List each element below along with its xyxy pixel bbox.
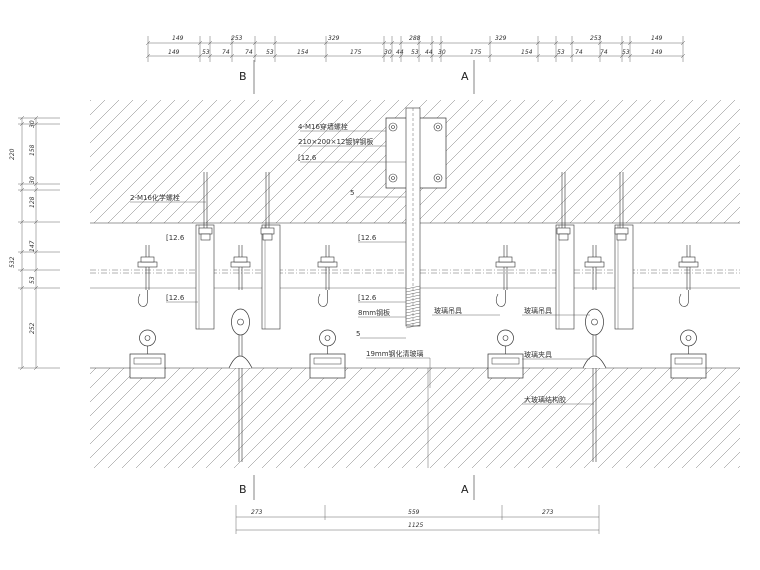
dim-sub-1: 149 bbox=[168, 49, 180, 56]
dim-sub-16: 74 bbox=[575, 49, 583, 56]
label-glass-19mm: 19mm钢化清玻璃 bbox=[366, 349, 424, 358]
label-chem-bolts: 2-M16化学螺栓 bbox=[130, 193, 180, 202]
floor-slab-hatch bbox=[90, 368, 740, 468]
dim-sub-8: 30 bbox=[384, 49, 392, 56]
label-channel-mid-1: [12.6 bbox=[358, 234, 377, 242]
top-dimension-chain: 149 253 329 288 329 253 149 149 53 74 74… bbox=[145, 35, 686, 62]
dim-top-3: 329 bbox=[328, 35, 340, 42]
dim-left-6: 53 bbox=[29, 276, 36, 284]
dim-sub-18: 53 bbox=[622, 49, 630, 56]
concrete-slab-hatch bbox=[90, 100, 740, 223]
dim-sub-4: 74 bbox=[245, 49, 253, 56]
label-wall-bolts: 4-M16穿墙螺栓 bbox=[298, 122, 348, 131]
label-steel-8mm: 8mm钢板 bbox=[358, 308, 390, 317]
label-channel-left-1: [12.6 bbox=[166, 234, 185, 242]
label-channel-left-2: [12.6 bbox=[166, 294, 185, 302]
label-steel-plate: 210×200×12镀锌钢板 bbox=[298, 137, 373, 146]
dim-sub-9: 44 bbox=[396, 49, 404, 56]
dim-sub-14: 154 bbox=[521, 49, 533, 56]
dim-top-7: 149 bbox=[651, 35, 663, 42]
label-glass-fin: 大玻璃结构胶 bbox=[524, 395, 566, 404]
left-dimension-chain: 30 158 30 128 147 53 252 532 220 bbox=[9, 115, 60, 371]
label-channel-mid-2: [12.6 bbox=[358, 294, 377, 302]
dim-left-total: 532 bbox=[9, 256, 16, 268]
dim-sub-6: 154 bbox=[297, 49, 309, 56]
label-glass-hanger-1: 玻璃吊具 bbox=[434, 306, 462, 315]
dim-top-2: 253 bbox=[231, 35, 243, 42]
dim-sub-5: 53 bbox=[266, 49, 274, 56]
dim-sub-11: 44 bbox=[425, 49, 433, 56]
section-a-bottom: A bbox=[461, 483, 469, 496]
bottom-dimension-chain: 273 559 273 1125 bbox=[235, 505, 600, 534]
dim-sub-10: 53 bbox=[411, 49, 419, 56]
dim-top-1: 149 bbox=[172, 35, 184, 42]
dim-bottom-1: 273 bbox=[251, 509, 263, 516]
glass-hanger-assemblies bbox=[129, 172, 707, 468]
dim-left-4: 128 bbox=[29, 196, 36, 208]
dim-bottom-total: 1125 bbox=[408, 522, 423, 529]
section-b-top: B bbox=[239, 70, 247, 83]
dim-sub-17: 74 bbox=[600, 49, 608, 56]
dim-bottom-2: 559 bbox=[408, 509, 420, 516]
dim-sub-7: 175 bbox=[350, 49, 362, 56]
dim-sub-12: 30 bbox=[438, 49, 446, 56]
dim-top-4: 288 bbox=[409, 35, 421, 42]
dim-sub-13: 175 bbox=[470, 49, 482, 56]
section-markers: B A B A bbox=[239, 60, 475, 500]
dim-sub-3: 74 bbox=[222, 49, 230, 56]
section-b-bottom: B bbox=[239, 483, 247, 496]
dim-top-5: 329 bbox=[495, 35, 507, 42]
label-glass-hanger-2: 玻璃吊具 bbox=[524, 306, 552, 315]
dim-sub-2: 53 bbox=[202, 49, 210, 56]
label-weld-top: 5 bbox=[350, 189, 354, 197]
dim-left-2: 158 bbox=[29, 144, 36, 156]
dim-left-3: 30 bbox=[29, 176, 36, 184]
dim-bottom-3: 273 bbox=[542, 509, 554, 516]
embedded-steel-plate bbox=[385, 107, 447, 327]
annotations: 4-M16穿墙螺栓 210×200×12镀锌钢板 [12.6 5 2-M16化学… bbox=[130, 122, 594, 405]
dim-left-5: 147 bbox=[29, 240, 36, 252]
dim-top-6: 253 bbox=[590, 35, 602, 42]
dim-sub-19: 149 bbox=[651, 49, 663, 56]
dim-left-220: 220 bbox=[9, 148, 16, 160]
label-channel-top: [12.6 bbox=[298, 154, 317, 162]
section-a-top: A bbox=[461, 70, 469, 83]
dim-left-7: 252 bbox=[29, 322, 36, 334]
dim-left-1: 30 bbox=[29, 120, 36, 128]
label-weld-mid: 5 bbox=[356, 330, 360, 338]
dim-sub-15: 53 bbox=[557, 49, 565, 56]
label-glass-clamp: 玻璃夹具 bbox=[524, 350, 552, 359]
